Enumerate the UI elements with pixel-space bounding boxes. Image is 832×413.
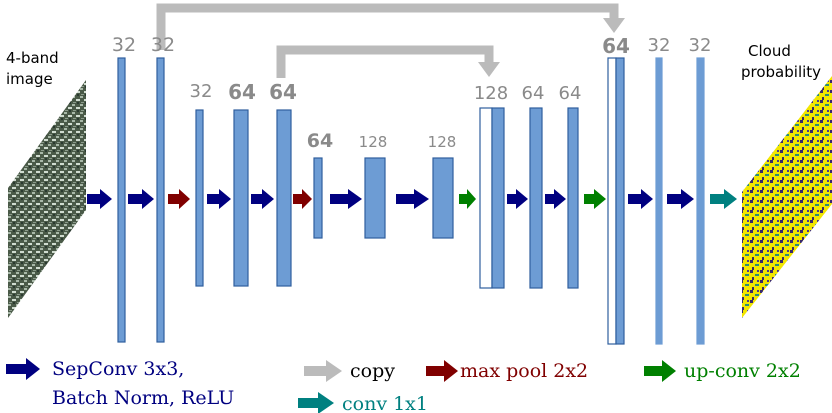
conv1x1-arrow [710, 189, 737, 209]
sepconv-arrow [251, 189, 274, 209]
copy-connections [156, 3, 625, 78]
layer-enc2b [233, 109, 249, 287]
copy-connection-outer [156, 3, 619, 50]
channel-label: 64 [522, 83, 545, 104]
channel-label: 32 [648, 35, 671, 56]
layers [117, 57, 705, 345]
upconv-arrow [584, 189, 606, 209]
arrows [87, 189, 737, 209]
layer-dec1-copy [607, 57, 617, 345]
maxpool-arrow [293, 189, 312, 209]
copy-connection-inner [276, 45, 494, 78]
channel-label: 128 [359, 133, 388, 151]
input-label-line2: image [6, 70, 53, 88]
sepconv-arrow [207, 189, 231, 209]
sepconv-arrow [628, 189, 653, 209]
sepconv-arrow [128, 189, 154, 209]
channel-label: 32 [689, 35, 712, 56]
layer-dec2-up [491, 107, 505, 289]
layer-dec1b [655, 57, 663, 345]
layer-enc2a [195, 109, 204, 287]
channel-label: 32 [112, 34, 136, 56]
sepconv-arrow [87, 189, 112, 209]
layer-enc2c [276, 109, 292, 287]
layer-enc1a [117, 57, 126, 343]
channel-label: 64 [307, 130, 333, 152]
legend-conv1x1-arrow [298, 392, 334, 413]
sepconv-arrow [396, 189, 429, 209]
input-image [8, 80, 86, 318]
channel-label: 128 [474, 83, 508, 104]
output-label-line1: Cloud [748, 42, 791, 60]
channel-label: 64 [228, 80, 256, 104]
legend: SepConv 3x3, Batch Norm, ReLU copy max p… [6, 358, 801, 413]
legend-maxpool-arrow [426, 360, 458, 382]
sepconv-arrow [667, 189, 694, 209]
copy-arrowhead-outer [603, 18, 625, 33]
legend-copy-label: copy [350, 360, 395, 382]
layer-bot-c [432, 157, 454, 239]
legend-sepconv-line2: Batch Norm, ReLU [52, 387, 234, 409]
channel-label: 32 [190, 81, 213, 102]
output-image [742, 76, 832, 318]
channel-labels: 32 32 32 64 64 64 128 128 128 64 64 64 3… [112, 34, 712, 152]
copy-arrowhead-inner [478, 62, 500, 77]
sepconv-arrow [330, 189, 362, 209]
legend-conv1x1-label: conv 1x1 [342, 393, 428, 413]
layer-enc1b [156, 57, 165, 343]
layer-dec1-up [615, 57, 625, 345]
legend-sepconv-line1: SepConv 3x3, [52, 358, 184, 380]
output-label-line2: probability [741, 63, 821, 81]
upconv-arrow [459, 189, 476, 209]
input-label-line1: 4-band [6, 49, 59, 67]
channel-label: 64 [559, 83, 582, 104]
legend-upconv-arrow [644, 360, 676, 382]
sepconv-arrow [545, 189, 566, 209]
channel-label: 64 [269, 80, 297, 104]
layer-dec2-copy [479, 107, 493, 289]
legend-sepconv-arrow [6, 358, 40, 380]
layer-bot-a [313, 157, 323, 239]
legend-copy-arrow [304, 360, 342, 382]
sepconv-arrow [507, 189, 528, 209]
layer-bot-b [364, 157, 386, 239]
layer-dec2c [567, 107, 579, 289]
channel-label: 64 [602, 34, 630, 58]
channel-label: 128 [428, 133, 457, 151]
maxpool-arrow [168, 189, 190, 209]
channel-label: 32 [151, 34, 175, 56]
legend-maxpool-label: max pool 2x2 [460, 360, 588, 382]
layer-dec1c [696, 57, 705, 345]
legend-upconv-label: up-conv 2x2 [684, 360, 801, 382]
layer-dec2b [529, 107, 543, 289]
